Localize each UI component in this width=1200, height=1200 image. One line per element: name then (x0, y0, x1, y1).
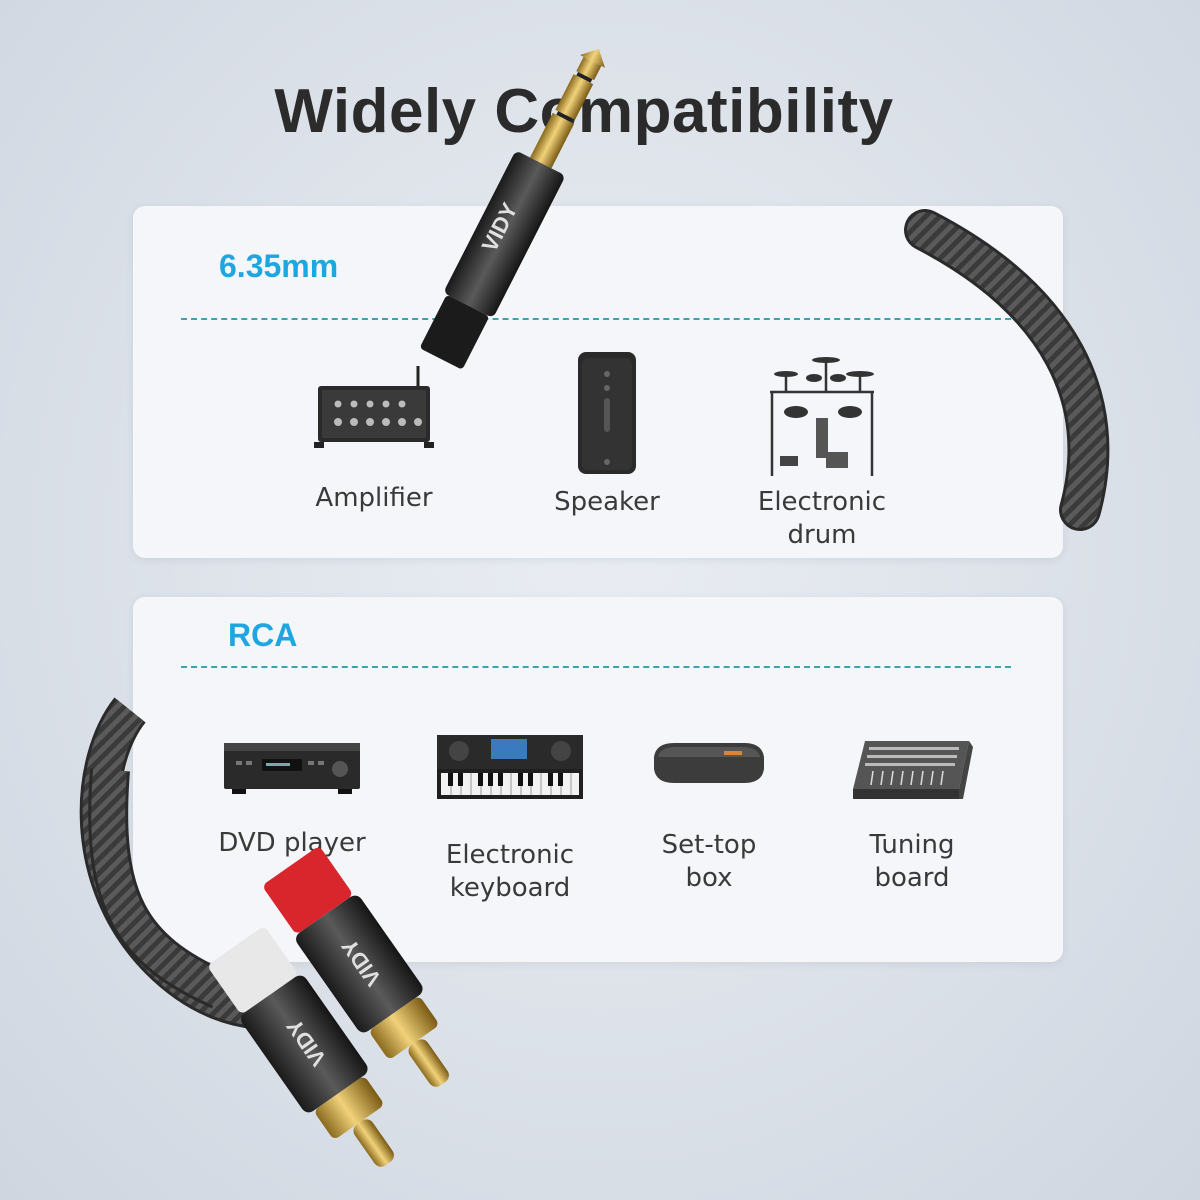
item-label: Set-top box (661, 830, 757, 893)
item-label: Tuning board (869, 830, 955, 893)
electronic-keyboard-icon (437, 735, 583, 799)
item-label: Amplifier (315, 483, 433, 513)
item-label: DVD player (218, 828, 366, 858)
item-electronic-keyboard: Electronic keyboard (410, 733, 610, 905)
page-title: Widely Compatibility (274, 77, 894, 146)
electronic-drum-icon (770, 357, 874, 476)
item-speaker: Speaker (507, 352, 707, 519)
item-amplifier: Amplifier (274, 356, 474, 515)
speaker-icon (578, 352, 636, 474)
tuning-board-icon (853, 741, 973, 799)
amplifier-icon (314, 366, 434, 448)
item-label: Electronic keyboard (445, 840, 575, 903)
section-label-rca: RCA (228, 617, 298, 653)
item-electronic-drum: Electronic drum (722, 352, 922, 552)
brand-logo: VIDY (281, 1014, 331, 1071)
section-divider (181, 666, 1011, 668)
set-top-box-icon (654, 743, 764, 783)
section-label-6-35mm: 6.35mm (219, 248, 339, 284)
item-tuning-board: Tuning board (812, 727, 1012, 895)
section-divider (181, 318, 1011, 320)
item-label: Speaker (554, 487, 660, 517)
rca-plug-white: VIDY (209, 927, 394, 1167)
item-set-top-box: Set-top box (609, 737, 809, 895)
item-label: Electronic drum (757, 487, 887, 550)
item-dvd-player: DVD player (192, 735, 392, 860)
card-rca: RCA DVD player (133, 597, 1063, 962)
dvd-player-icon (224, 743, 360, 794)
card-6-35mm: 6.35mm Amplifier Speaker (133, 206, 1063, 558)
